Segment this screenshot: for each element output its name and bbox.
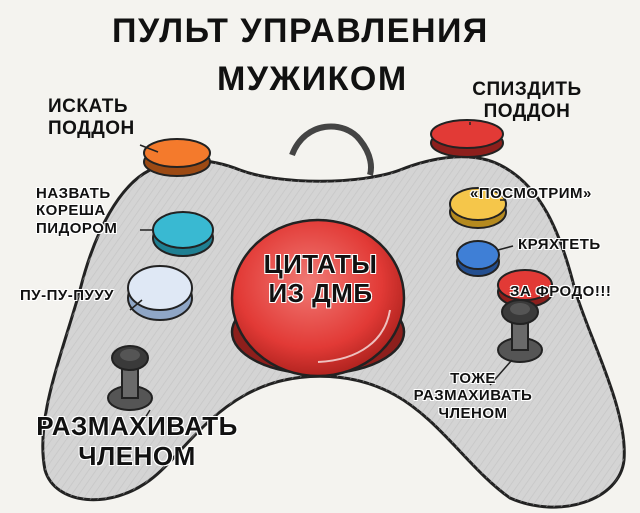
small-red-button-right xyxy=(497,269,553,308)
controller-cable xyxy=(289,123,374,176)
right-joystick xyxy=(497,299,543,363)
pointer-lines xyxy=(129,122,553,419)
title-line-1: ПУЛЬТ УПРАВЛЕНИЯ xyxy=(112,12,489,50)
white-button-left xyxy=(127,265,193,321)
label-top-left: ИСКАТЬ ПОДДОН xyxy=(48,96,135,139)
label-left-cyan: НАЗВАТЬ КОРЕША ПИДОРОМ xyxy=(36,185,118,237)
orange-button-top-left xyxy=(143,138,211,177)
label-right-blue: КРЯХТЕТЬ xyxy=(518,236,601,253)
title-line-2: МУЖИКОМ xyxy=(217,60,408,98)
label-top-right: СПИЗДИТЬ ПОДДОН xyxy=(472,79,582,122)
label-left-white: ПУ-ПУ-ПУУУ xyxy=(20,287,114,304)
yellow-button-right xyxy=(449,187,507,229)
label-center-big: ЦИТАТЫ ИЗ ДМБ xyxy=(263,249,378,308)
big-red-button-center xyxy=(230,218,406,378)
label-stick-left: РАЗМАХИВАТЬ ЧЛЕНОМ xyxy=(36,411,238,471)
cyan-button-left xyxy=(152,211,214,257)
label-stick-right: ТОЖЕ РАЗМАХИВАТЬ ЧЛЕНОМ xyxy=(413,370,533,422)
label-right-yellow: «ПОСМОТРИМ» xyxy=(470,185,592,202)
label-right-red: ЗА ФРОДО!!! xyxy=(510,283,612,300)
blue-button-right xyxy=(456,240,500,277)
red-button-top-right xyxy=(430,119,504,158)
left-joystick xyxy=(107,345,153,411)
